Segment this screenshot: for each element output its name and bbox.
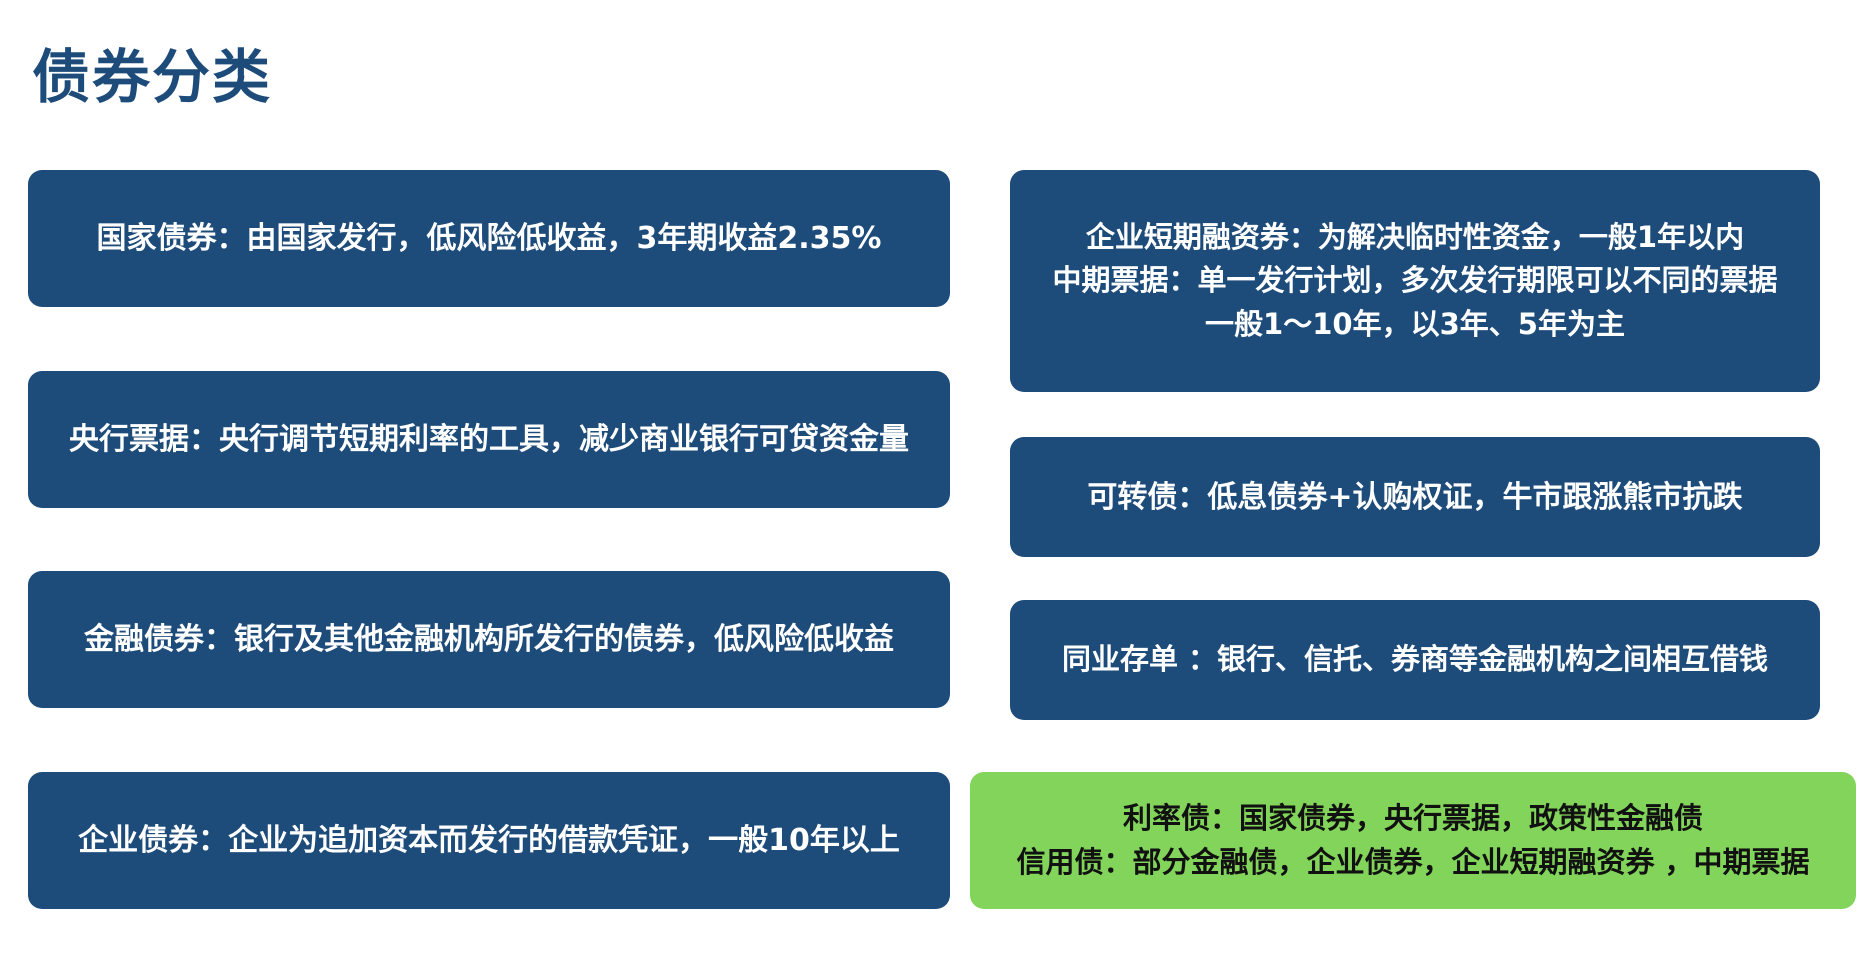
short-term-financing-line: 企业短期融资券：为解决临时性资金，一般1年以内 [1085,219,1745,254]
medium-term-note-line: 中期票据：单一发行计划，多次发行期限可以不同的票据 [1052,263,1778,298]
corporate-bond-text: 企业债券：企业为追加资本而发行的借款凭证，一般10年以上 [78,823,900,858]
central-bank-bill-box: 央行票据：央行调节短期利率的工具，减少商业银行可贷资金量 [28,371,950,508]
bond-summary-box: 利率债：国家债券，央行票据，政策性金融债 信用债：部分金融债，企业债券，企业短期… [970,772,1856,909]
convertible-bond-text: 可转债：低息债券+认购权证，牛市跟涨熊市抗跌 [1087,479,1743,515]
central-bank-bill-text: 央行票据：央行调节短期利率的工具，减少商业银行可贷资金量 [69,422,909,457]
interbank-cd-text: 同业存单 ：银行、信托、券商等金融机构之间相互借钱 [1061,642,1769,677]
national-bond-text: 国家债券：由国家发行，低风险低收益，3年期收益2.35% [96,221,882,256]
interbank-cd-box: 同业存单 ：银行、信托、券商等金融机构之间相互借钱 [1010,600,1820,720]
term-range-line: 一般1～10年，以3年、5年为主 [1205,306,1625,341]
page-title: 债券分类 [32,43,273,111]
financial-bond-text: 金融债券：银行及其他金融机构所发行的债券，低风险低收益 [84,622,894,657]
credit-bond-line: 信用债：部分金融债，企业债券，企业短期融资券 ，中期票据 [1016,844,1810,879]
short-term-financing-box: 企业短期融资券：为解决临时性资金，一般1年以内 中期票据：单一发行计划，多次发行… [1010,170,1820,392]
financial-bond-box: 金融债券：银行及其他金融机构所发行的债券，低风险低收益 [28,571,950,708]
rate-bond-line: 利率债：国家债券，央行票据，政策性金融债 [1122,801,1703,835]
national-bond-box: 国家债券：由国家发行，低风险低收益，3年期收益2.35% [28,170,950,307]
convertible-bond-box: 可转债：低息债券+认购权证，牛市跟涨熊市抗跌 [1010,437,1820,557]
corporate-bond-box: 企业债券：企业为追加资本而发行的借款凭证，一般10年以上 [28,772,950,909]
